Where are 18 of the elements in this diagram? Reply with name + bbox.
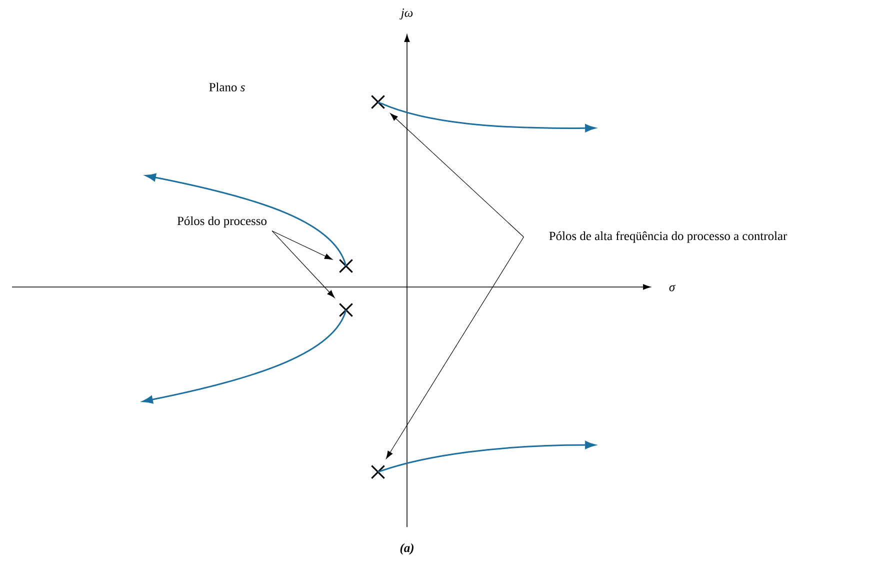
axis-label: σ [669,284,676,292]
plane-label: Plano s [209,82,245,92]
pole-marker [338,302,354,318]
axis-label: jω [400,8,413,20]
pole-marker [370,464,386,480]
leader-arrow [386,236,524,459]
locus-branch [378,101,596,132]
pole-marker [370,94,386,110]
label-text: Pólos do processo [177,216,266,228]
locus-branch [142,310,347,404]
locus-branch [146,173,347,266]
leader-arrow [272,230,335,298]
pole-marker [338,258,354,274]
leader-arrow [390,113,524,238]
leader-arrow [272,230,332,260]
label-text: Pólos de alta freqüência do processo a controlar [549,231,788,243]
caption: (a) [400,543,414,555]
locus-branch [378,441,596,473]
